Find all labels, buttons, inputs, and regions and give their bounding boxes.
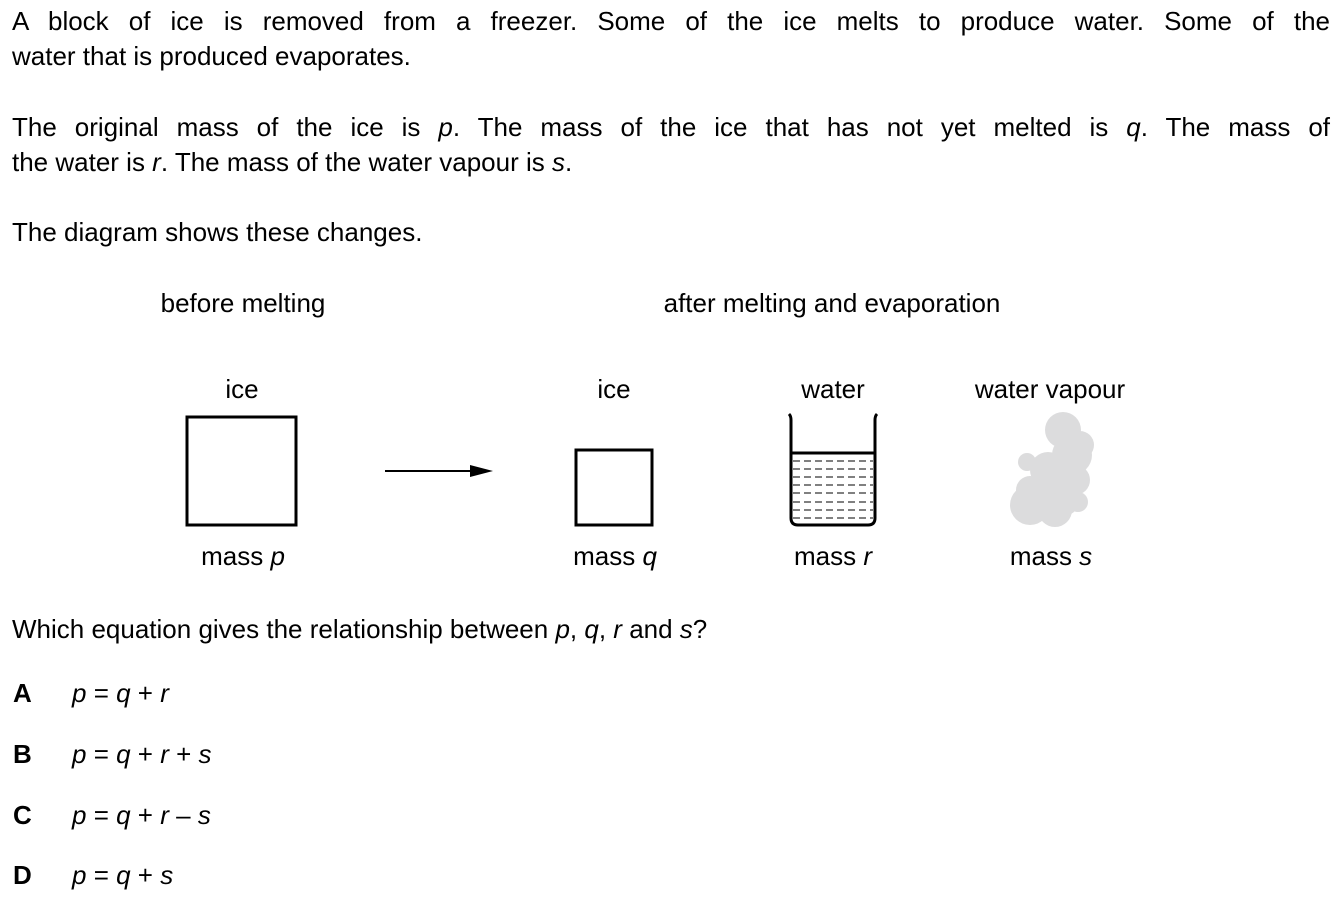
intro-line-2: water that is produced evaporates. — [12, 41, 411, 71]
diagram-intro: The diagram shows these changes. — [12, 217, 423, 247]
after-heading: after melting and evaporation — [663, 288, 1001, 318]
intro-line-1: A block of ice is removed from a freezer… — [12, 6, 1330, 36]
water-vapour-cloud — [1010, 412, 1094, 527]
water-label: water — [801, 374, 865, 404]
mass-q-label: mass q — [573, 541, 657, 571]
question-text: Which equation gives the relationship be… — [12, 614, 708, 644]
vapour-label: water vapour — [974, 374, 1126, 404]
ice-block-small — [574, 448, 654, 527]
ice-before-label: ice — [225, 374, 259, 404]
before-heading: before melting — [160, 288, 326, 318]
mass-s-label: mass s — [1009, 541, 1093, 571]
mass-p-label: mass p — [201, 541, 285, 571]
masses-line-2: the water is r. The mass of the water va… — [12, 147, 573, 177]
masses-line-1: The original mass of the ice is p. The m… — [12, 112, 1330, 142]
ice-after-label: ice — [597, 374, 631, 404]
arrow-icon — [385, 465, 493, 477]
mass-r-label: mass r — [793, 541, 873, 571]
beaker-of-water — [787, 412, 879, 527]
ice-block-large — [185, 415, 298, 527]
